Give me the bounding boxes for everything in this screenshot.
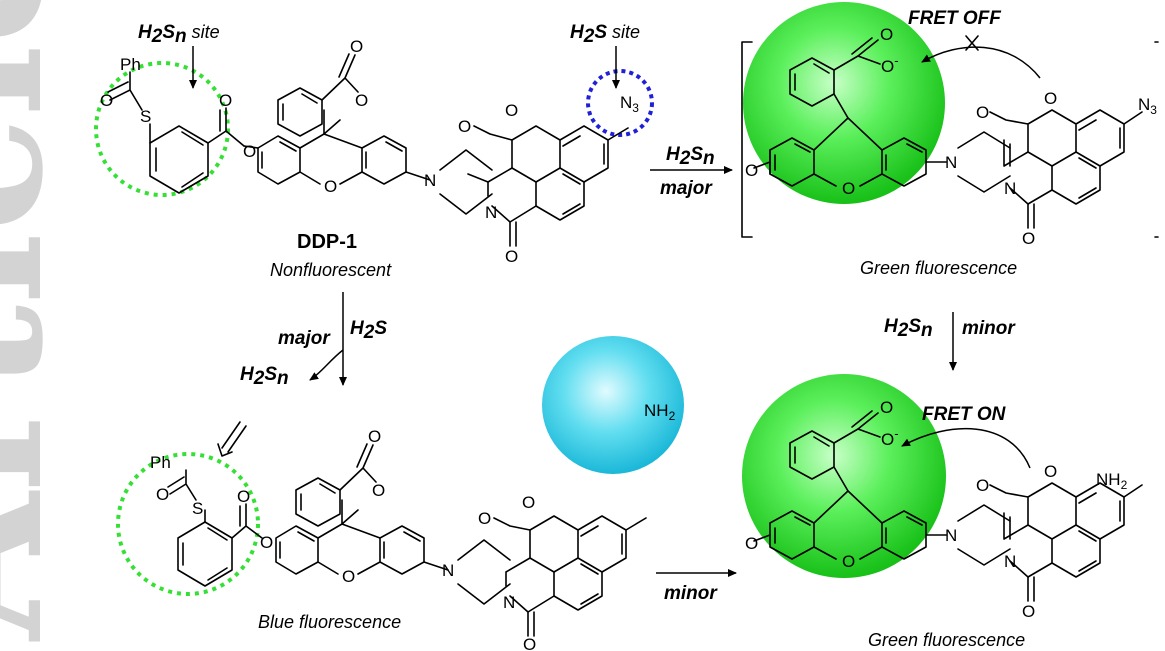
atom-o-bottom-1: O bbox=[156, 485, 169, 504]
atom-o-br-c: O bbox=[976, 476, 989, 495]
left-bracket bbox=[741, 41, 753, 238]
atom-o-br-amide: O bbox=[1022, 602, 1035, 621]
fret-off-cross bbox=[965, 35, 979, 51]
fret-on-arrow bbox=[901, 428, 1031, 469]
blue-molecule bbox=[167, 443, 647, 637]
atom-o-bottom-5: O bbox=[368, 427, 381, 446]
atom-nh2-br: NH2 bbox=[1096, 470, 1128, 492]
atom-o-keto-bottom: O bbox=[745, 534, 758, 553]
byproduct-curve bbox=[309, 349, 344, 381]
atom-ph-top: Ph bbox=[120, 55, 141, 74]
atom-n-bottom-2: N bbox=[503, 593, 515, 612]
atom-o-right-c: O bbox=[976, 103, 989, 122]
atom-n-right-2: N bbox=[1004, 179, 1016, 198]
atom-o-bottom-3: O bbox=[260, 533, 273, 552]
attack-arrow bbox=[217, 421, 247, 457]
top-green-label: Green fluorescence bbox=[860, 258, 1017, 278]
atom-o-bottom-6: O bbox=[372, 481, 385, 500]
atom-o-bottom-8: O bbox=[478, 509, 491, 528]
atom-nh2-blue: NH2 bbox=[644, 401, 676, 423]
atom-o-right-ring: O bbox=[1044, 89, 1057, 108]
atom-o-top-8: O bbox=[458, 117, 471, 136]
down-right-reagent: H2Sn bbox=[884, 316, 933, 341]
atom-n-br-2: N bbox=[1004, 552, 1016, 571]
atom-o-top-4: O bbox=[324, 177, 337, 196]
ddp1-molecule bbox=[107, 53, 629, 247]
atom-o-minus-top: O- bbox=[881, 53, 899, 76]
cyan-glow-amine bbox=[542, 336, 684, 474]
atom-o-bottom-2: O bbox=[237, 487, 250, 506]
atom-o-keto-top: O bbox=[745, 161, 758, 180]
atom-n-top-2: N bbox=[485, 203, 497, 222]
right-bracket bbox=[1154, 41, 1159, 238]
atom-o-bottom-4: O bbox=[342, 567, 355, 586]
atom-o-top-6: O bbox=[355, 91, 368, 110]
atom-n-top-1: N bbox=[424, 171, 436, 190]
atom-ph-bottom: Ph bbox=[150, 453, 171, 472]
atom-o-carboxylate-top: O bbox=[880, 25, 893, 44]
bottom-product-molecule bbox=[753, 410, 1143, 602]
atom-o-minus-bottom: O- bbox=[881, 426, 899, 449]
atom-o-top-2: O bbox=[219, 91, 232, 110]
atom-o-top-7: O bbox=[505, 247, 518, 266]
atom-o-xanthene-bottom: O bbox=[842, 552, 855, 571]
top-arrow-reagent: H2Sn bbox=[666, 144, 715, 169]
ddp1-desc: Nonfluorescent bbox=[270, 260, 392, 280]
blue-label: Blue fluorescence bbox=[258, 612, 401, 632]
watermark: Article bbox=[0, 0, 85, 642]
green-glow-bottom bbox=[742, 374, 946, 578]
h2sn-site-circle-bottom bbox=[116, 452, 260, 596]
atom-n-bottom-1: N bbox=[442, 561, 454, 580]
atom-o-top-5: O bbox=[350, 37, 363, 56]
top-product-molecule bbox=[753, 37, 1143, 229]
h2sn-site-label: H2Sn site bbox=[138, 22, 220, 47]
atom-o-top-1: O bbox=[100, 91, 113, 110]
ddp1-name: DDP-1 bbox=[297, 231, 357, 253]
fret-off-arrow bbox=[921, 46, 1041, 79]
atom-o-top-9: O bbox=[505, 101, 518, 120]
bottom-green-label: Green fluorescence bbox=[868, 630, 1025, 650]
atom-n-right-1: N bbox=[945, 153, 957, 172]
atom-o-bottom-9: O bbox=[522, 493, 535, 512]
atom-s-top: S bbox=[140, 107, 151, 126]
atom-o-br-ring: O bbox=[1044, 462, 1057, 481]
h2sn-site-circle-top bbox=[94, 61, 230, 197]
atom-n-br-1: N bbox=[945, 526, 957, 545]
down-right-condition: minor bbox=[962, 318, 1016, 339]
down-left-condition: major bbox=[278, 328, 331, 349]
atom-o-top-3: O bbox=[243, 142, 256, 161]
h2s-site-label: H2S site bbox=[570, 22, 640, 47]
atom-o-bottom-7: O bbox=[523, 635, 536, 651]
down-left-byproduct: H2Sn bbox=[240, 364, 289, 389]
bottom-arrow-condition: minor bbox=[664, 583, 718, 604]
atom-o-right-amide: O bbox=[1022, 229, 1035, 248]
fret-on-label: FRET ON bbox=[922, 404, 1007, 425]
atom-o-xanthene-top: O bbox=[842, 179, 855, 198]
h2s-site-circle bbox=[586, 69, 654, 137]
atom-n3-right: N3 bbox=[1138, 95, 1157, 117]
down-left-reagent: H2S bbox=[350, 318, 387, 343]
atom-o-carboxylate-bottom: O bbox=[880, 398, 893, 417]
green-glow-top bbox=[743, 2, 945, 204]
atom-n3-top: N3 bbox=[620, 93, 639, 115]
top-arrow-condition: major bbox=[660, 178, 713, 199]
fret-off-label: FRET OFF bbox=[908, 8, 1002, 29]
svg-text:Article: Article bbox=[0, 0, 85, 642]
atom-s-bottom: S bbox=[192, 499, 203, 518]
